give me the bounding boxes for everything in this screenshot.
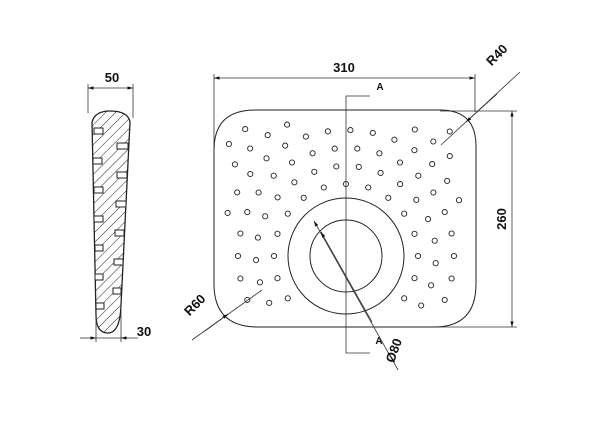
perforation-hole — [263, 155, 270, 162]
radius-arrow-bottom — [204, 313, 229, 332]
plate-outline — [213, 109, 477, 328]
section-line — [345, 95, 370, 354]
perforation-hole — [411, 275, 418, 282]
perforation-hole — [448, 230, 455, 237]
perforation-hole — [448, 275, 455, 282]
perforation-hole — [455, 197, 463, 204]
perforation-hole — [247, 170, 254, 178]
perforation-hole — [247, 145, 254, 152]
perforation-hole — [284, 295, 291, 302]
dim-center-hole: Ø80 — [383, 336, 406, 364]
perforation-hole — [264, 132, 271, 139]
perforation-hole — [397, 181, 404, 188]
perforation-hole — [270, 252, 278, 260]
section-label-top: A — [376, 82, 383, 93]
perforation-hole — [231, 161, 238, 168]
section-profile: 50 30 — [80, 70, 151, 342]
perforation-hole — [262, 213, 269, 220]
perforation-hole — [425, 216, 432, 223]
perforation-hole — [234, 189, 241, 196]
dim-top-width: 50 — [105, 70, 119, 85]
perforation-hole — [432, 260, 439, 267]
perforation-hole — [254, 234, 261, 241]
perforation-hole — [270, 172, 277, 179]
perforation-hole — [266, 299, 273, 306]
perforation-hole — [401, 295, 408, 302]
dim-radius-bottom: R60 — [181, 291, 208, 318]
perforation-hole — [413, 196, 420, 203]
perforation-holes — [224, 121, 463, 309]
diameter-leader — [313, 220, 399, 371]
perforation-hole — [391, 136, 398, 143]
diameter-arrow — [320, 231, 373, 323]
perforation-hole — [244, 209, 251, 216]
perforation-hole — [347, 127, 354, 134]
perforation-hole — [284, 121, 291, 128]
perforation-hole — [369, 129, 376, 136]
perforation-hole — [288, 159, 296, 166]
perforation-hole — [411, 126, 418, 133]
perforation-hole — [430, 189, 437, 196]
perforation-hole — [234, 252, 242, 260]
dim-height: 260 — [494, 208, 509, 230]
perforation-hole — [396, 159, 404, 166]
profile-notches — [92, 127, 129, 310]
perforation-hole — [411, 147, 418, 154]
section-label-bottom: A — [375, 336, 382, 347]
perforation-hole — [355, 163, 362, 170]
perforation-hole — [331, 145, 338, 152]
perforation-hole — [224, 209, 231, 216]
perforation-hole — [225, 140, 232, 148]
dim-radius-top: R40 — [483, 41, 510, 68]
perforation-hole — [274, 194, 281, 201]
perforation-hole — [302, 133, 309, 140]
perforation-hole — [429, 161, 436, 168]
dim-width: 310 — [333, 60, 355, 75]
perforation-hole — [324, 128, 331, 135]
perforation-hole — [446, 153, 453, 160]
perforation-hole — [333, 163, 340, 170]
perforation-hole — [274, 275, 281, 282]
perforation-hole — [431, 237, 438, 244]
perforation-hole — [418, 302, 425, 309]
perforation-hole — [237, 230, 244, 237]
perforation-hole — [428, 282, 435, 289]
perforation-hole — [444, 177, 451, 184]
plate-view: 310 260 A A Ø80 R40 R60 — [181, 41, 521, 371]
perforation-hole — [311, 168, 318, 175]
perforation-hole — [237, 275, 244, 282]
perforation-hole — [430, 138, 437, 145]
perforation-hole — [354, 145, 361, 152]
perforation-hole — [300, 194, 307, 201]
perforation-hole — [441, 209, 448, 216]
perforation-hole — [284, 210, 291, 217]
perforation-hole — [320, 184, 327, 191]
perforation-hole — [255, 189, 262, 196]
perforation-hole — [376, 150, 383, 157]
dim-bottom-width: 30 — [137, 324, 151, 339]
perforation-hole — [377, 169, 384, 176]
perforation-hole — [415, 172, 422, 179]
perforation-hole — [401, 210, 408, 217]
perforation-hole — [411, 230, 418, 237]
perforation-hole — [242, 126, 249, 133]
radius-arrow-top — [465, 93, 498, 123]
perforation-hole — [291, 179, 298, 186]
perforation-hole — [446, 128, 453, 135]
perforation-hole — [441, 296, 448, 303]
perforation-hole — [414, 252, 422, 260]
perforation-hole — [282, 142, 289, 149]
perforation-hole — [450, 252, 458, 260]
perforation-hole — [253, 257, 260, 264]
perforation-hole — [274, 230, 281, 237]
perforation-hole — [256, 279, 263, 286]
perforation-hole — [309, 150, 316, 157]
perforation-hole — [385, 194, 392, 201]
perforation-hole — [365, 184, 372, 191]
